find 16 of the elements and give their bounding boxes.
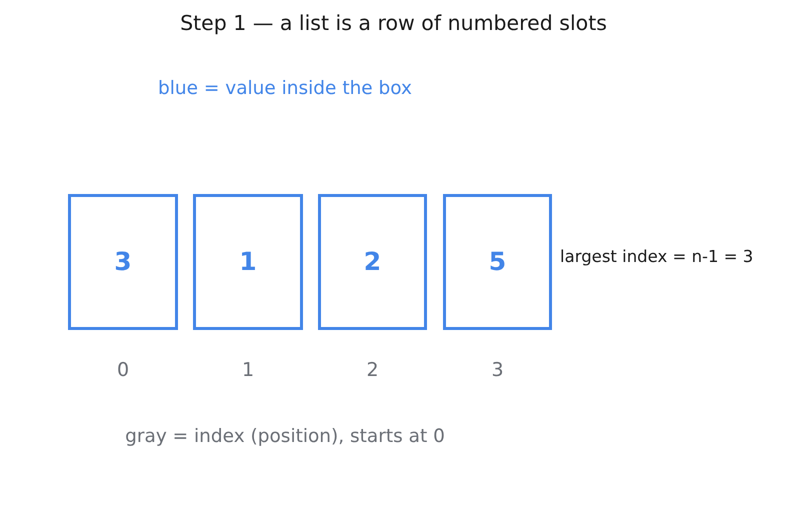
legend-note: blue = value inside the box <box>158 78 412 100</box>
value-number: 2 <box>364 248 382 276</box>
slot-box <box>318 194 427 330</box>
slot-box <box>443 194 552 330</box>
index-number: 1 <box>242 360 254 382</box>
slot-box <box>68 194 178 330</box>
slot-box <box>193 194 303 330</box>
index-number: 3 <box>491 360 504 382</box>
diagram-title: Step 1 — a list is a row of numbered slots <box>179 11 608 35</box>
annotation-note: largest index = n-1 = 3 <box>560 247 754 267</box>
legend-note: gray = index (position), starts at 0 <box>125 426 445 448</box>
value-number: 1 <box>239 248 257 276</box>
value-number: 3 <box>114 248 132 276</box>
value-number: 5 <box>488 248 506 276</box>
index-number: 2 <box>366 360 379 382</box>
index-number: 0 <box>116 360 130 382</box>
